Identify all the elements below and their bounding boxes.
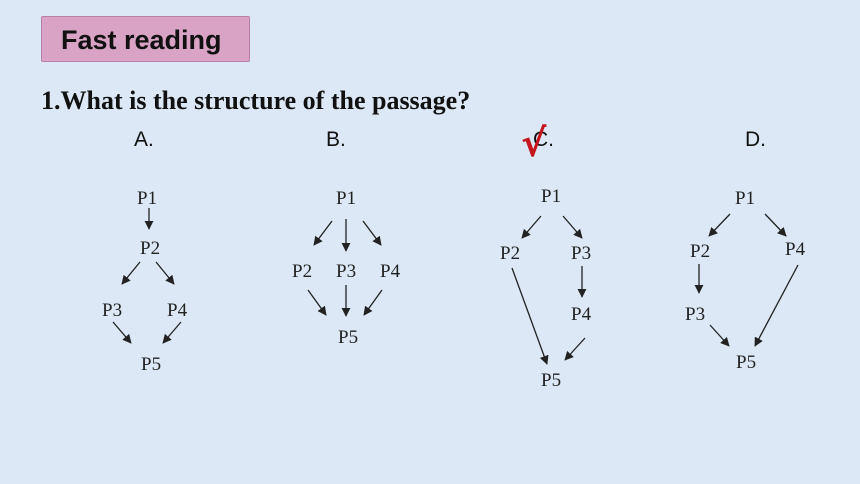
arrow-a-p4-p5 — [162, 321, 182, 344]
node-c-p3: P3 — [571, 243, 591, 264]
arrow-a-p2-p4 — [155, 261, 175, 285]
checkmark-icon: √ — [521, 121, 547, 165]
arrow-a-p2-p3 — [121, 261, 141, 285]
arrow-c-p1-p3 — [562, 215, 583, 239]
arrow-b-p4-p5 — [363, 289, 383, 316]
node-c-p5: P5 — [541, 370, 561, 391]
arrow-d-p1-p2 — [708, 213, 731, 237]
arrow-c-p1-p2 — [521, 215, 542, 239]
node-c-p4: P4 — [571, 304, 592, 325]
option-d-label[interactable]: D. — [745, 128, 766, 151]
section-title: Fast reading — [61, 25, 222, 55]
section-title-banner: Fast reading — [41, 16, 250, 62]
node-a-p2: P2 — [140, 238, 160, 259]
arrow-c-p4-p5 — [564, 337, 586, 361]
node-a-p3: P3 — [102, 300, 122, 321]
node-d-p3: P3 — [685, 304, 705, 325]
arrow-b-p1-p4 — [362, 220, 382, 246]
node-d-p4: P4 — [785, 239, 806, 260]
option-c-label[interactable]: C. — [533, 128, 554, 151]
node-d-p5: P5 — [736, 352, 756, 373]
node-a-p4: P4 — [167, 300, 188, 321]
node-b-p5: P5 — [338, 327, 358, 348]
arrow-c-p2-p5 — [511, 267, 549, 365]
node-b-p2: P2 — [292, 261, 312, 282]
node-a-p1: P1 — [137, 188, 157, 209]
arrow-d-p3-p5 — [709, 324, 730, 347]
option-a-label[interactable]: A. — [134, 128, 154, 151]
node-d-p2: P2 — [690, 241, 710, 262]
arrow-b-p1-p2 — [313, 220, 333, 246]
node-c-p2: P2 — [500, 243, 520, 264]
node-b-p3: P3 — [336, 261, 356, 282]
option-b-label[interactable]: B. — [326, 128, 346, 151]
arrow-d-p1-p4 — [764, 213, 787, 237]
arrow-a-p3-p5 — [112, 321, 132, 344]
question-text: 1.What is the structure of the passage? — [41, 86, 471, 115]
node-d-p1: P1 — [735, 188, 755, 209]
diagram-a[interactable]: P1 P2 P3 P4 P5 — [102, 188, 188, 375]
node-b-p4: P4 — [380, 261, 401, 282]
arrow-b-p2-p5 — [307, 289, 327, 316]
node-c-p1: P1 — [541, 186, 561, 207]
diagram-d[interactable]: P1 P2 P4 P3 P5 — [685, 188, 806, 373]
diagram-b[interactable]: P1 P2 P3 P4 P5 — [292, 188, 401, 348]
diagram-c[interactable]: P1 P2 P3 P4 P5 — [500, 186, 592, 391]
node-b-p1: P1 — [336, 188, 356, 209]
arrow-d-p4-p5 — [754, 264, 799, 347]
node-a-p5: P5 — [141, 354, 161, 375]
